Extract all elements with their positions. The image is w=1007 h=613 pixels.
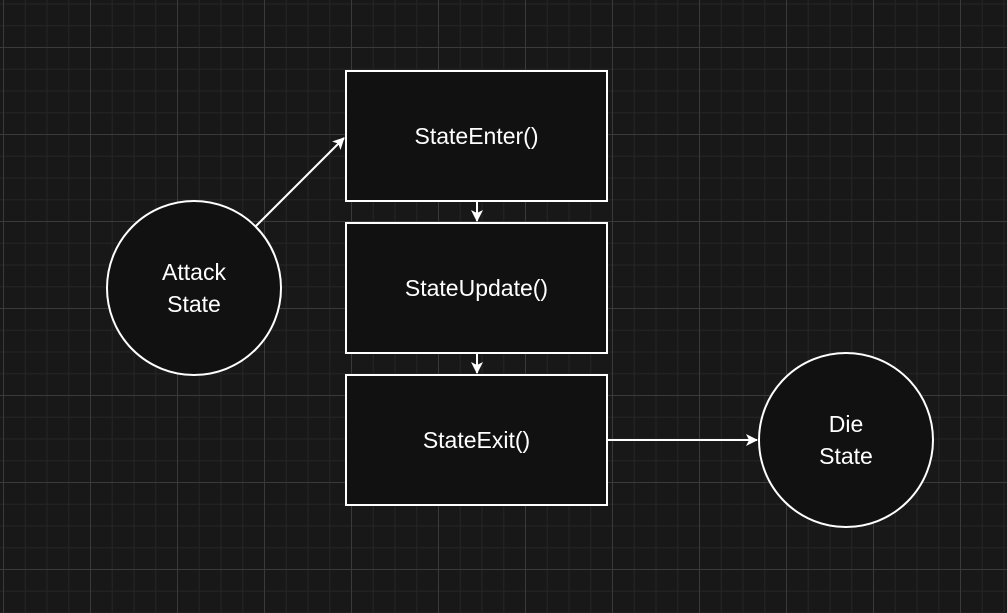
attack-state-line2: State: [167, 291, 221, 317]
edge-attack-to-enter: [255, 137, 345, 227]
die-state-circle[interactable]: [758, 352, 934, 528]
die-state-line2: State: [819, 443, 873, 469]
die-state-label: Die State: [759, 353, 933, 527]
state-update-box[interactable]: [345, 222, 608, 354]
state-update-text: StateUpdate(): [404, 275, 549, 301]
state-exit-box[interactable]: [345, 374, 608, 506]
state-enter-text: StateEnter(): [414, 123, 539, 149]
state-exit-label: StateExit(): [346, 375, 607, 505]
state-enter-box[interactable]: [345, 70, 608, 202]
state-update-label: StateUpdate(): [346, 223, 607, 353]
attack-state-line1: Attack: [162, 259, 226, 285]
attack-state-label: Attack State: [107, 201, 281, 375]
state-exit-text: StateExit(): [422, 427, 531, 453]
attack-state-circle[interactable]: [106, 200, 282, 376]
state-enter-label: StateEnter(): [346, 71, 607, 201]
die-state-line1: Die: [828, 411, 864, 437]
